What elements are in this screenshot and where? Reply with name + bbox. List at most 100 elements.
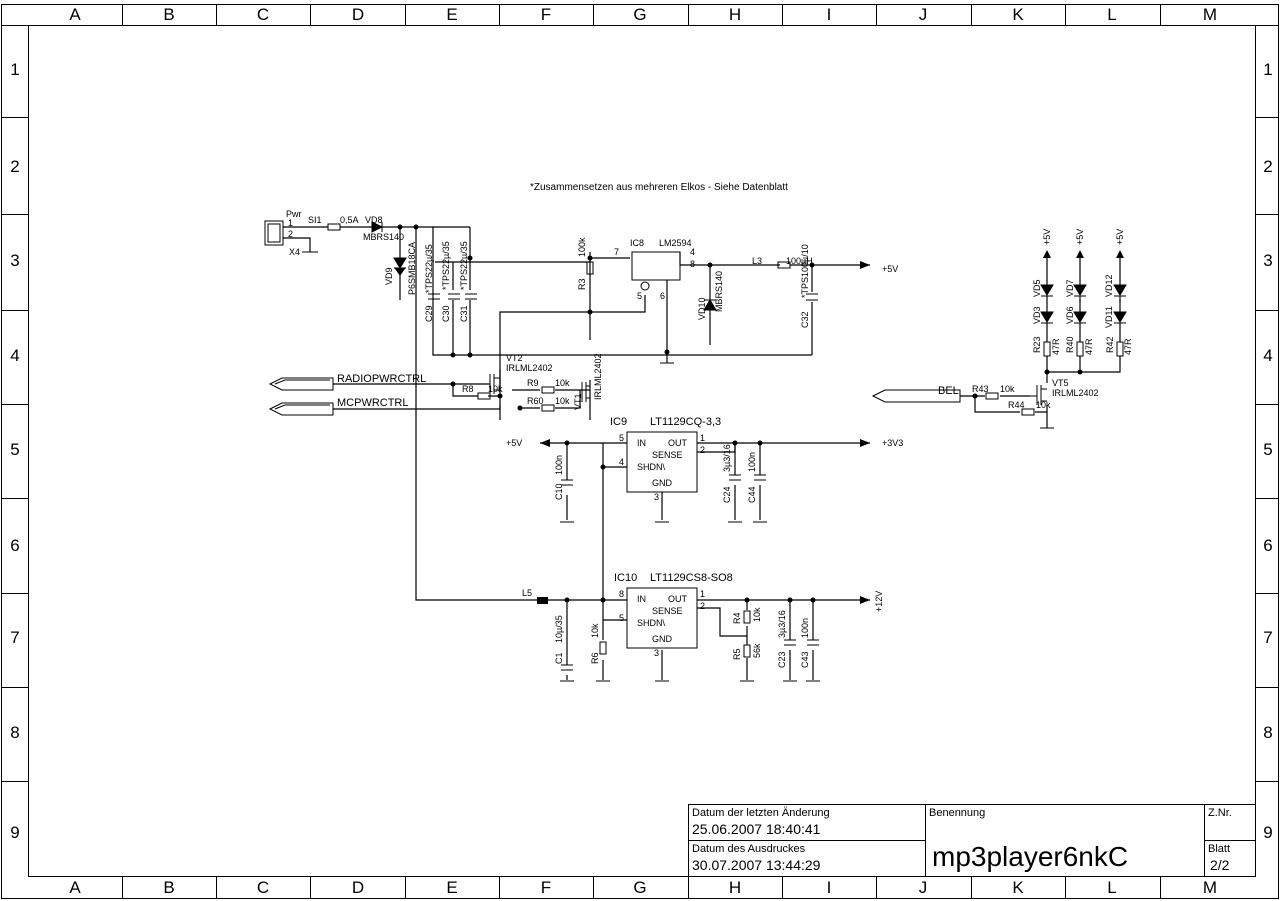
c43-ref: C43 [800, 651, 810, 668]
col-label: F [541, 878, 551, 897]
ic10-pin8: 8 [619, 589, 624, 599]
c43-value: 100n [800, 618, 810, 638]
vd8-part: MBRS140 [363, 232, 404, 242]
col-label: E [446, 878, 457, 897]
title-block [688, 804, 1256, 877]
ic10-out: OUT [668, 594, 688, 604]
row-label: 5 [1263, 440, 1272, 459]
resistor-r44 [1021, 408, 1035, 416]
inner-frame [28, 25, 1256, 877]
row-ticks [1, 117, 1279, 782]
ic10-sense: SENSE [652, 606, 683, 616]
row-label: 1 [1263, 60, 1272, 79]
x4-ref: X4 [289, 247, 300, 257]
ic8-pin6: 6 [660, 291, 665, 301]
row-label: 7 [10, 628, 19, 647]
ic10-part: LT1129CS8-SO8 [650, 572, 733, 584]
col-label: A [69, 5, 81, 24]
r44-ref: R44 [1008, 400, 1025, 410]
diode-vd8 [371, 221, 384, 233]
c1-ref: C1 [554, 652, 564, 664]
r43-ref: R43 [972, 384, 989, 394]
r44-value: 10k [1036, 400, 1051, 410]
r6-ref: R6 [590, 652, 600, 664]
out-3v3-label: +3V3 [882, 438, 903, 448]
led-resistors [1043, 341, 1124, 357]
mosfet-vt5 [1030, 385, 1047, 405]
row-label: 4 [10, 346, 19, 365]
last-change-label: Datum der letzten Änderung [692, 807, 830, 819]
col-label: J [919, 5, 928, 24]
port-radiopwrctrl-inner [274, 379, 330, 385]
resistor-r5 [743, 644, 751, 658]
resistor-r6 [599, 641, 607, 655]
c30-value: *TPS22µ/35 [441, 241, 451, 290]
ic9-shdn: SHDN\ [637, 462, 666, 472]
ic9-pin3: 3 [654, 492, 659, 502]
column-ticks [122, 4, 1161, 899]
col-label: M [1203, 5, 1217, 24]
drawing-no-label: Z.Nr. [1208, 807, 1232, 819]
resistor-r8 [477, 392, 491, 400]
ic10-pin2: 2 [700, 601, 705, 611]
r60-ref: R60 [527, 396, 544, 406]
col-label: C [257, 5, 269, 24]
ic10-shdn: SHDN\ [637, 618, 666, 628]
out-5v-label: +5V [882, 264, 898, 274]
col-label: B [163, 878, 174, 897]
resistor-r3 [586, 261, 594, 275]
col-label: A [69, 878, 81, 897]
col-label: I [827, 878, 832, 897]
vd11-ref: VD11 [1104, 306, 1114, 328]
row-label: 6 [1263, 536, 1272, 555]
cap-c43 [807, 639, 819, 646]
led-vcc-2: +5V [1075, 229, 1085, 245]
cap-c10 [561, 479, 573, 486]
sheet-value: 2/2 [1210, 857, 1230, 873]
col-label: H [729, 5, 741, 24]
resistor-r43 [985, 392, 999, 400]
col-label: D [352, 5, 364, 24]
print-date-label: Datum des Ausdruckes [692, 843, 806, 855]
vt5-part: IRLML2402 [1052, 388, 1099, 398]
c10-value: 100n [554, 455, 564, 475]
vt1-part: IRLML2402 [593, 353, 603, 400]
ic9-pin2: 2 [700, 445, 705, 455]
out-12v-label: +12V [874, 591, 884, 612]
cap-c23 [784, 639, 796, 646]
col-label: L [1107, 5, 1116, 24]
r60-value: 10k [555, 396, 570, 406]
ic9-ref: IC9 [610, 416, 627, 428]
r43-value: 10k [1000, 384, 1015, 394]
ic10-pin5: 5 [619, 613, 624, 623]
vt1-ref: VT1 [573, 393, 583, 410]
connector-x4 [264, 220, 284, 246]
c23-ref: C23 [777, 651, 787, 668]
mcpwrctrl-label: MCPWRCTRL [337, 397, 409, 409]
row-label: 3 [1263, 251, 1272, 270]
radiopwrctrl-label: RADIOPWRCTRL [337, 373, 426, 385]
col-label: M [1203, 878, 1217, 897]
bel-label: BEL [938, 385, 959, 397]
drawing-name: mp3player6nkC [932, 841, 1128, 872]
col-label: K [1012, 878, 1024, 897]
c30-ref: C30 [441, 305, 451, 322]
r9-ref: R9 [527, 378, 539, 388]
r8-value: 10k [488, 384, 503, 394]
r6-value: 10k [590, 623, 600, 638]
ic8-pin5: 5 [637, 291, 642, 301]
ic9-gnd: GND [652, 478, 673, 488]
ic10-pin1: 1 [700, 589, 705, 599]
vd9-ref: VD9 [384, 267, 394, 285]
vt2-part: IRLML2402 [506, 363, 553, 373]
led-vcc-3: +5V [1115, 229, 1125, 245]
ic9-pin4: 4 [619, 457, 624, 467]
row-label: 8 [10, 723, 19, 742]
name-label: Benennung [929, 807, 985, 819]
col-label: B [163, 5, 174, 24]
elko-note: *Zusammensetzen aus mehreren Elkos - Sie… [530, 182, 788, 193]
vcc-arrows-led [1043, 250, 1124, 258]
r42-value: 47R [1123, 338, 1133, 355]
c31-value: *TPS22µ/35 [459, 241, 469, 290]
